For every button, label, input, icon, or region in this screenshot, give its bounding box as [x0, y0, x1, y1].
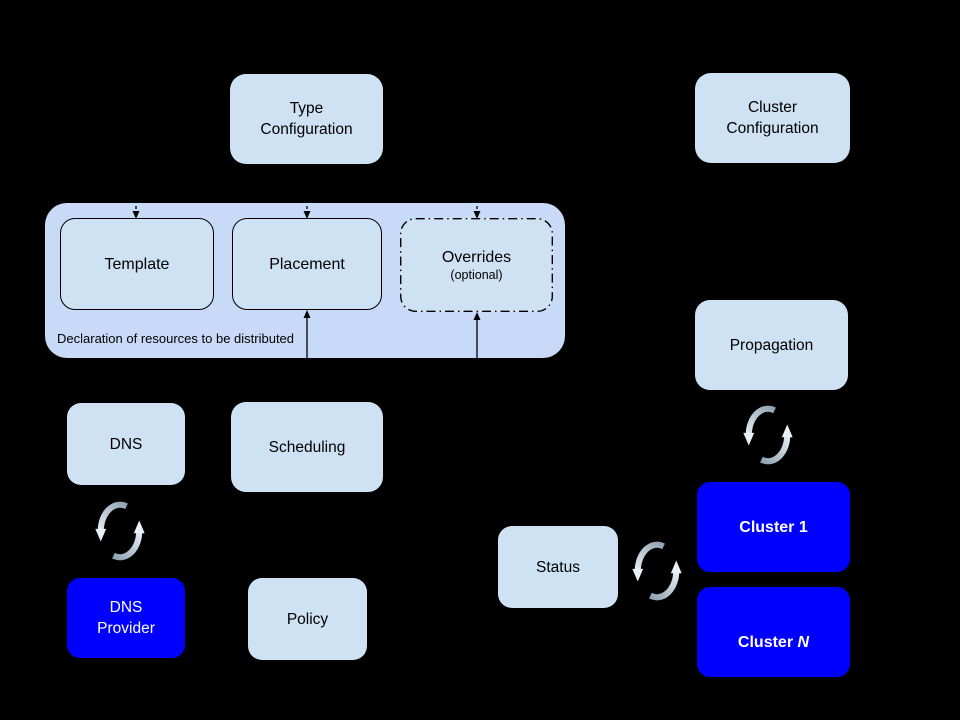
node-status: Status	[498, 526, 618, 608]
node-cluster-configuration: Cluster Configuration	[695, 73, 850, 163]
node-scheduling-label: Scheduling	[268, 438, 346, 456]
resource-declaration-caption: Declaration of resources to be distribut…	[57, 331, 295, 346]
node-propagation: Propagation	[695, 300, 848, 390]
node-overrides: Overrides (optional)	[400, 218, 553, 312]
node-policy-label: Policy	[286, 610, 329, 628]
node-dns-provider-label: DNS Provider	[97, 599, 155, 637]
node-placement: Placement	[232, 218, 382, 310]
node-cluster-configuration-label: Cluster Configuration	[726, 99, 819, 137]
node-cluster-n-label: Cluster N	[737, 634, 810, 651]
node-template: Template	[60, 218, 214, 310]
node-cluster-1: Cluster 1	[697, 482, 850, 572]
node-policy: Policy	[248, 578, 367, 660]
node-status-label: Status	[536, 558, 580, 576]
node-dns: DNS	[67, 403, 185, 485]
node-type-configuration-label: Type Configuration	[260, 100, 353, 138]
node-cluster-n: Cluster N	[697, 587, 850, 677]
status-sync-icon	[632, 545, 681, 597]
node-dns-label: DNS	[109, 435, 143, 453]
node-overrides-sublabel: (optional)	[450, 268, 503, 282]
propagation-sync-icon	[743, 409, 792, 461]
node-propagation-label: Propagation	[729, 336, 814, 354]
node-placement-label: Placement	[269, 255, 345, 273]
node-cluster-1-label: Cluster 1	[739, 518, 808, 536]
cluster-n-italic: N	[797, 634, 810, 651]
node-dns-provider: DNS Provider	[67, 578, 185, 658]
node-type-configuration: Type Configuration	[230, 74, 383, 164]
node-template-label: Template	[104, 255, 170, 273]
dns-sync-icon	[95, 505, 144, 557]
node-scheduling: Scheduling	[231, 402, 383, 492]
node-overrides-label: Overrides	[441, 249, 512, 266]
